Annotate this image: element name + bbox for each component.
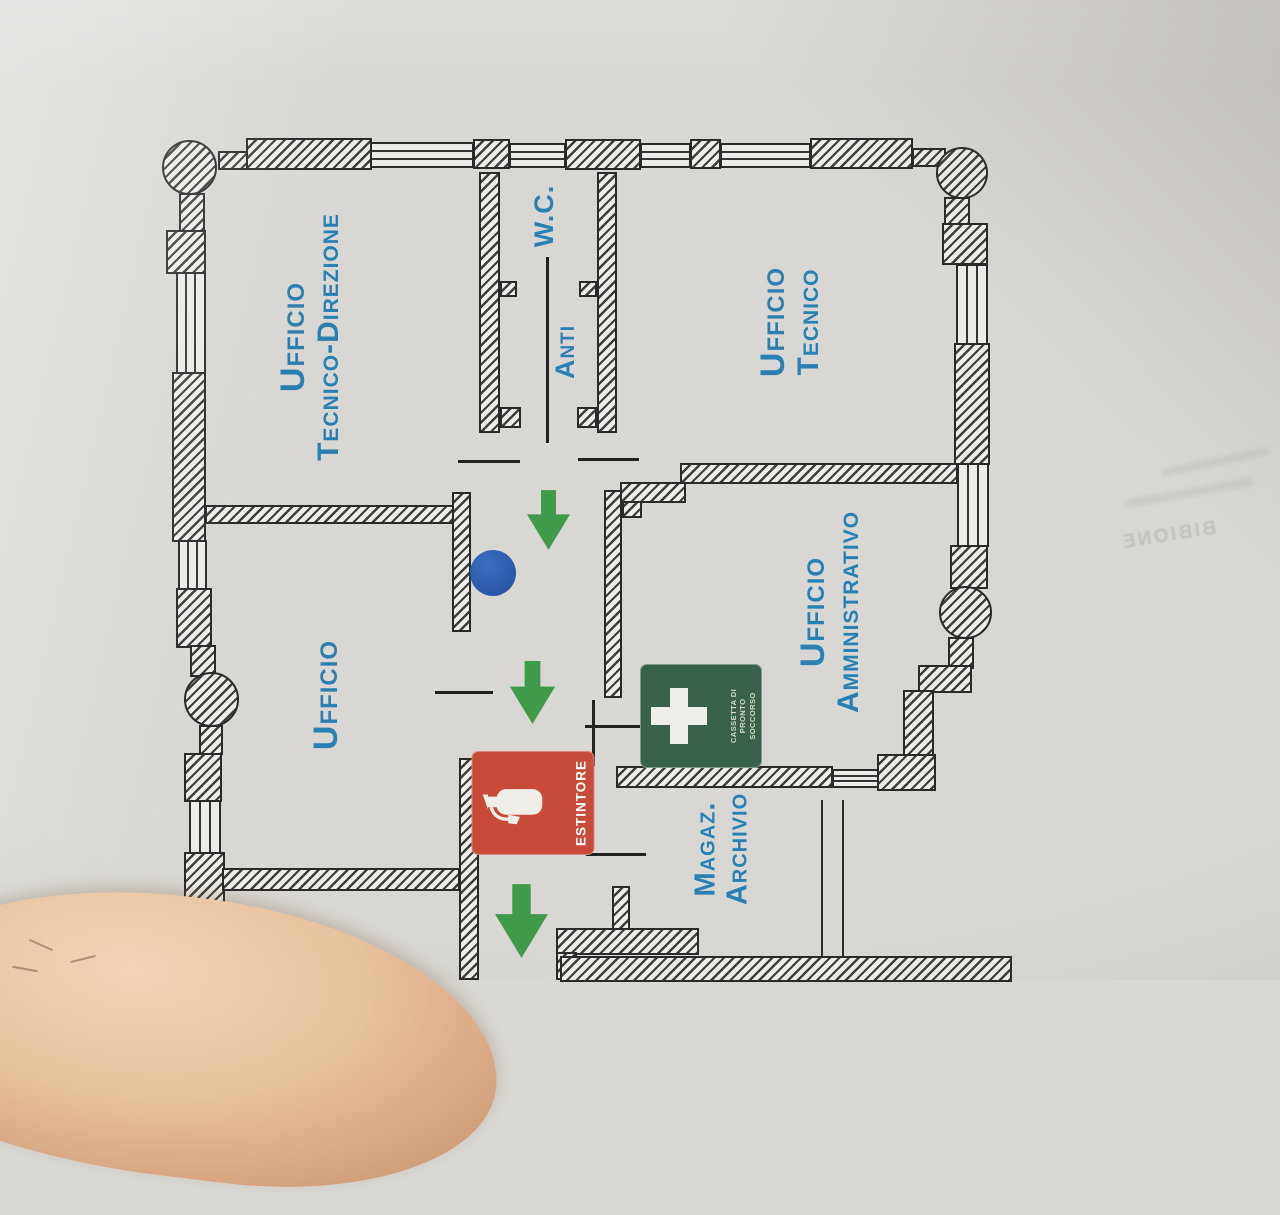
exit-arrow-icon [495, 884, 548, 958]
show-through-smudge [1160, 446, 1270, 478]
first-aid-sign: CASSETTA DI PRONTO SOCCORSO [640, 664, 762, 768]
wall-segment [176, 588, 212, 648]
wall-segment [199, 725, 223, 755]
column [162, 140, 217, 195]
wall-segment [942, 223, 988, 265]
finger [0, 857, 515, 1215]
wall-segment [473, 139, 510, 169]
room-label-ufficio-tecnico-direzione: Ufficio Tecnico-Direzione [274, 213, 346, 461]
exit-arrow-icon [527, 490, 570, 550]
wall-segment [597, 172, 617, 433]
partition-line [546, 257, 549, 443]
door-line [458, 460, 520, 463]
wall-segment [877, 754, 936, 791]
wall-segment [205, 505, 456, 524]
room-label-magazzino-archivio: Magaz. Archivio [689, 792, 754, 906]
wall-segment [903, 690, 934, 762]
room-label-wc: W.C. [528, 184, 559, 248]
wall-segment [500, 281, 517, 297]
room-label-anti: Anti [549, 324, 580, 380]
window [956, 264, 988, 345]
wall-segment [810, 138, 913, 169]
room-label-ufficio: Ufficio [306, 639, 345, 751]
glass-partition [821, 800, 844, 980]
wall-segment [918, 665, 972, 693]
wall-segment [680, 463, 958, 484]
wall-segment [616, 766, 833, 788]
wall-segment [172, 372, 206, 542]
wall-segment [500, 407, 521, 428]
wall-segment [577, 407, 597, 428]
fire-extinguisher-icon [482, 789, 543, 825]
window [640, 143, 691, 168]
wall-segment [452, 492, 471, 632]
wall-segment [556, 928, 699, 955]
room-label-ufficio-tecnico: Ufficio Tecnico [754, 266, 826, 378]
fire-extinguisher-sign-label: ESTINTORE [573, 760, 589, 847]
window [178, 540, 207, 590]
wall-segment [560, 956, 1012, 982]
wall-segment [166, 230, 206, 274]
you-are-here-dot [470, 550, 516, 596]
wall-segment [690, 139, 721, 169]
wall-segment [954, 343, 990, 465]
window [370, 142, 474, 168]
window [189, 800, 221, 854]
column [936, 147, 988, 199]
fire-extinguisher-sign: ESTINTORE [471, 751, 595, 855]
window [957, 463, 989, 547]
wall-segment [950, 545, 988, 589]
wall-segment [184, 753, 222, 802]
door-line [435, 691, 493, 694]
wall-segment [579, 281, 597, 297]
show-through-text: BIBIONE [1118, 517, 1218, 554]
wall-segment [604, 490, 622, 698]
window [509, 143, 566, 168]
window [720, 143, 811, 168]
first-aid-sign-label: CASSETTA DI PRONTO SOCCORSO [728, 688, 757, 744]
wall-segment [612, 886, 630, 930]
window [176, 272, 206, 374]
wall-segment [479, 172, 500, 433]
show-through-smudge [1125, 476, 1255, 509]
room-label-ufficio-amministrativo: Ufficio Amministrativo [794, 510, 866, 714]
wall-segment [179, 193, 205, 233]
door-line [578, 458, 639, 461]
window [832, 769, 879, 788]
wall-segment [620, 482, 686, 503]
wall-segment [222, 868, 460, 891]
exit-arrow-icon [509, 661, 556, 724]
wall-segment [218, 151, 250, 170]
column [939, 586, 992, 639]
door-line [585, 725, 643, 728]
wall-segment [565, 139, 641, 170]
door-line [592, 700, 595, 766]
first-aid-cross-icon [651, 688, 707, 744]
wall-segment [246, 138, 372, 170]
wall-segment [944, 197, 970, 225]
door-line [586, 853, 646, 856]
column [184, 672, 239, 727]
